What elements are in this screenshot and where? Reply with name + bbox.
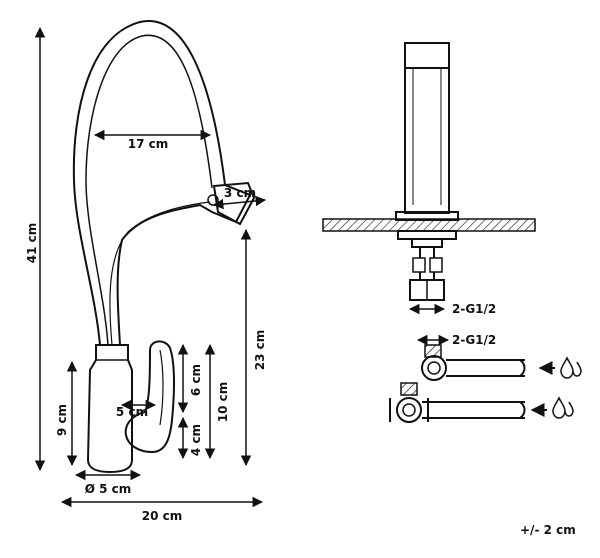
valve-upper-inner [427,361,441,375]
flange [395,211,459,221]
dim-hose-thread-label: 2-G1/2 [452,302,496,316]
mounting-nut [397,230,457,240]
valve-lower [396,397,422,423]
hose-fitting-right [429,257,443,273]
dim-lever-width-label: 5 cm [116,405,148,419]
spout-inner [85,34,213,346]
dim-spout-diameter-label: 3 cm [224,186,256,200]
dim-connector-thread-label: 2-G1/2 [452,333,496,347]
water-drops-icon [552,396,574,419]
mounting-nut-lower [411,238,443,248]
installation-drawing: 2-G1/2 2-G1/2 +/- 2 cm [322,42,582,537]
spout-outer [72,20,252,346]
pipe-lower [422,401,526,419]
dim-total-width-label: 20 cm [142,509,183,523]
valve-lower-inner [402,403,416,417]
dim-spout-height-label: 23 cm [253,330,267,371]
lever-detail [159,349,164,426]
spout-inner-lower [109,201,211,346]
water-drops-icon [560,356,582,379]
tolerance-note: +/- 2 cm [520,523,576,537]
dim-lever-height-label: 6 cm [189,364,203,396]
faucet-dimensions: 41 cm 17 cm 3 cm 23 cm 10 cm 6 cm 4 cm 9… [25,26,267,523]
valve-upper [421,355,447,381]
valve-lower-thread [400,382,418,396]
faucet-shank [404,67,450,214]
dim-spout-reach-label: 17 cm [128,137,169,151]
dim-body-height-label: 9 cm [55,404,69,436]
dim-spout-diameter-line [212,195,267,210]
faucet-shank-top [404,42,450,69]
dim-base-diameter-label: Ø 5 cm [85,482,132,496]
dim-lever-base-label: 10 cm [216,382,230,423]
dim-total-height-label: 41 cm [25,223,39,264]
hose-fitting-left [412,257,426,273]
faucet-lever [124,340,175,454]
pipe-upper [446,359,526,377]
dim-lever-bottom-label: 4 cm [189,424,203,456]
